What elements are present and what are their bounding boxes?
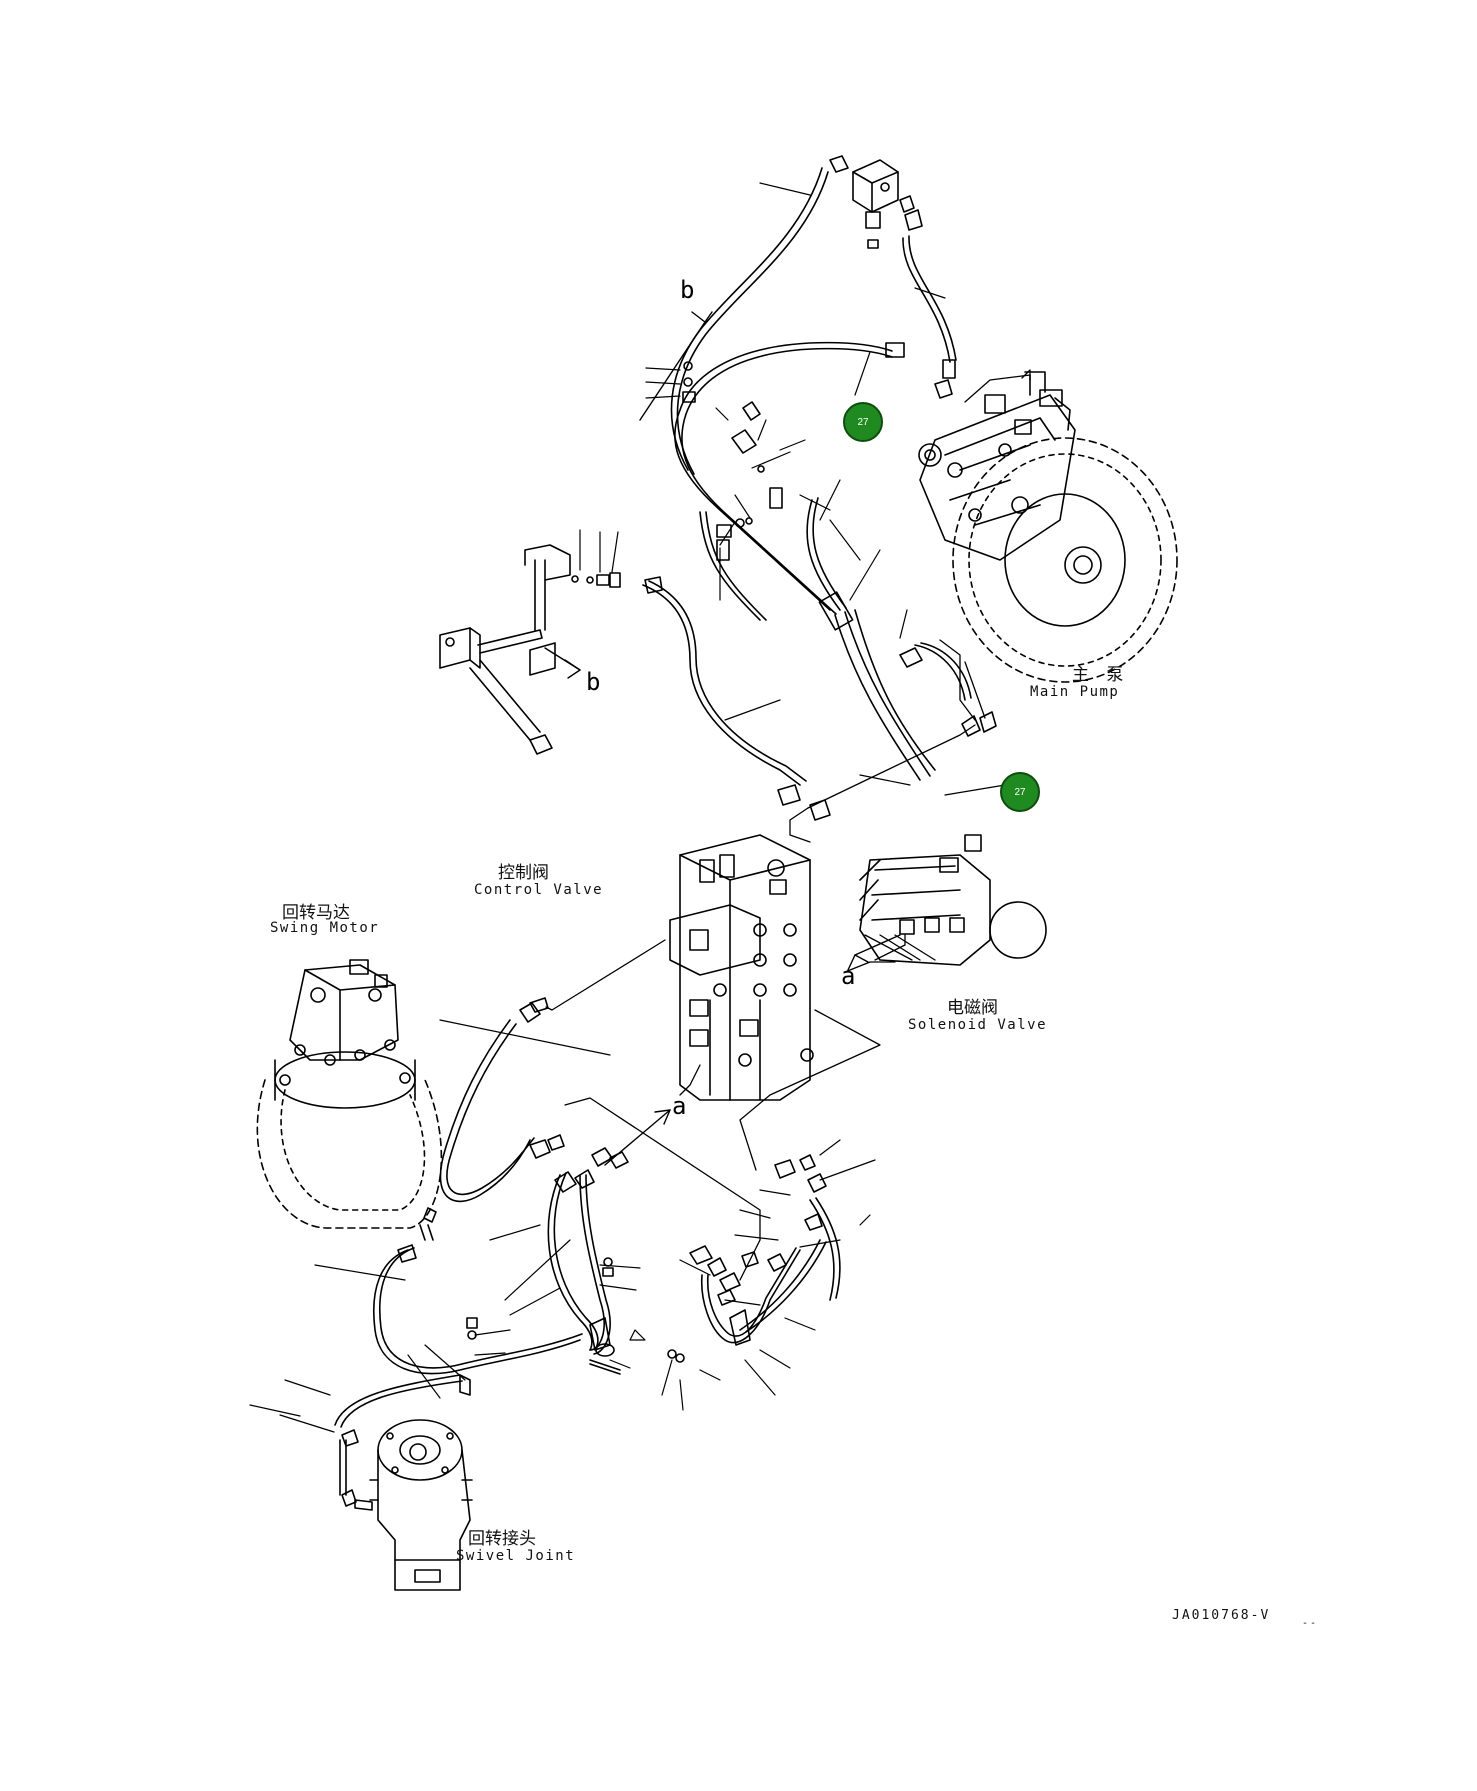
fittings-lower	[341, 997, 827, 1511]
leader-lines-extra	[759, 1189, 871, 1226]
swing-motor-drawing	[256, 959, 443, 1229]
swivel-joint-label-cn: 回转接头	[468, 1529, 536, 1549]
control-valve-label-en: Control Valve	[474, 882, 604, 898]
view-marker-b-top: b	[680, 276, 695, 304]
control-valve-drawing	[669, 834, 814, 1101]
view-marker-a-right: a	[841, 962, 856, 990]
view-arrows	[544, 311, 901, 1166]
main-pump-label-en: Main Pump	[1030, 684, 1120, 700]
swing-motor-label-cn: 回转马达	[282, 903, 350, 923]
view-marker-b-side: b	[586, 668, 601, 696]
control-valve-label-cn: 控制阀	[498, 863, 549, 883]
swivel-joint-label-en: Swivel Joint	[456, 1548, 576, 1564]
line-filter-drawing	[829, 155, 923, 249]
corner-mark: --	[1302, 1618, 1319, 1629]
main-pump-label-cn: 主 泵	[1072, 665, 1130, 685]
hose-lines-lower	[334, 1019, 841, 1496]
view-marker-a-center: a	[672, 1092, 687, 1120]
swivel-joint-drawing	[369, 1419, 473, 1591]
drawing-code: JA010768-V	[1172, 1608, 1271, 1623]
tube-assembly-b	[439, 544, 571, 755]
swing-motor-label-en: Swing Motor	[270, 920, 380, 936]
leader-lines	[249, 182, 1006, 1433]
solenoid-valve-drawing	[859, 834, 1047, 966]
callout-part-27-lower[interactable]: 27	[1000, 772, 1040, 812]
callout-part-27-upper[interactable]: 27	[843, 402, 883, 442]
connection-lines	[545, 369, 1031, 1281]
main-pump-drawing	[918, 371, 1178, 683]
hose-lines-upper	[642, 167, 972, 786]
solenoid-valve-label-cn: 电磁阀	[947, 998, 998, 1018]
solenoid-valve-label-en: Solenoid Valve	[908, 1017, 1048, 1033]
